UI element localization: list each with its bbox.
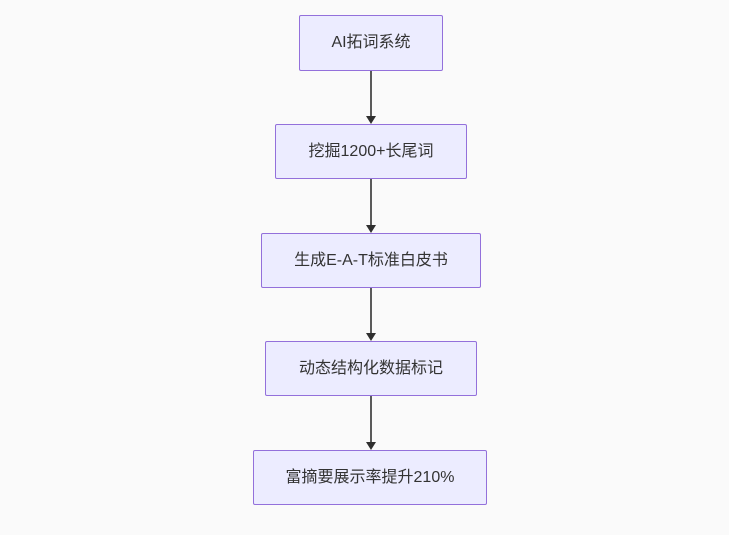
flow-node-structured-data-markup: 动态结构化数据标记 [265, 341, 477, 396]
flow-node-label: 挖掘1200+长尾词 [308, 142, 434, 160]
flow-node-label: 动态结构化数据标记 [298, 359, 443, 377]
arrow-head-icon [366, 333, 376, 341]
flow-node-label: AI拓词系统 [331, 34, 411, 51]
flow-node-rich-snippet-result: 富摘要展示率提升210% [253, 450, 487, 505]
flow-arrow-2 [365, 179, 377, 233]
arrow-line [370, 179, 372, 226]
arrow-head-icon [366, 116, 376, 124]
arrow-head-icon [366, 225, 376, 233]
flow-node-label: 生成E-A-T标准白皮书 [294, 251, 448, 269]
flow-node-eat-whitepaper: 生成E-A-T标准白皮书 [261, 233, 481, 288]
flow-node-longtail-mining: 挖掘1200+长尾词 [275, 124, 467, 179]
flow-arrow-3 [365, 288, 377, 341]
arrow-head-icon [366, 442, 376, 450]
flow-arrow-1 [365, 71, 377, 124]
flow-arrow-4 [365, 396, 377, 450]
arrow-line [370, 396, 372, 443]
arrow-line [370, 71, 372, 117]
flow-node-ai-keyword-system: AI拓词系统 [299, 15, 443, 71]
flow-node-label: 富摘要展示率提升210% [285, 468, 455, 486]
arrow-line [370, 288, 372, 334]
